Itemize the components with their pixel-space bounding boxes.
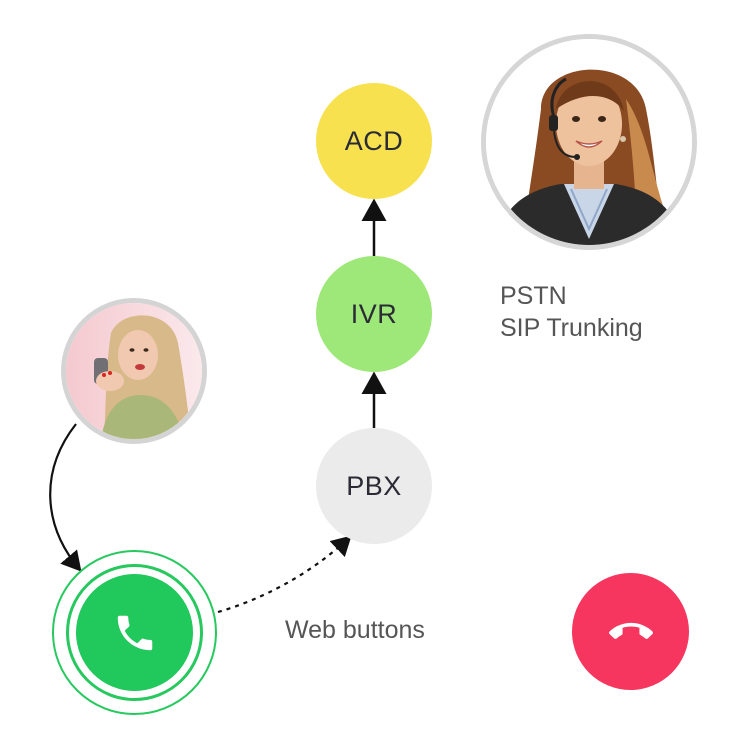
arrow-caller-to-call: [49, 423, 82, 572]
caller-photo: [66, 303, 202, 439]
phone-icon: [117, 615, 152, 650]
agent-avatar: [481, 34, 697, 250]
pbx-node: PBX: [316, 428, 432, 544]
pstn-label: PSTN: [500, 282, 567, 310]
agent-photo: [486, 39, 692, 245]
hangup-button[interactable]: [572, 573, 689, 690]
phone-hangup-icon: [608, 622, 653, 639]
caller-avatar: [61, 298, 207, 444]
web-buttons-label: Web buttons: [285, 616, 425, 644]
arrow-call-to-pbx: [217, 535, 352, 614]
call-button[interactable]: [76, 574, 193, 691]
ivr-node: IVR: [316, 256, 432, 372]
pbx-label: PBX: [346, 470, 402, 501]
sip-trunking-label: SIP Trunking: [500, 314, 643, 342]
call-ring-outer: [52, 550, 217, 715]
ivr-label: IVR: [350, 298, 398, 329]
acd-node: ACD: [316, 83, 432, 199]
acd-label: ACD: [344, 125, 404, 156]
call-ring-inner: [66, 564, 203, 701]
